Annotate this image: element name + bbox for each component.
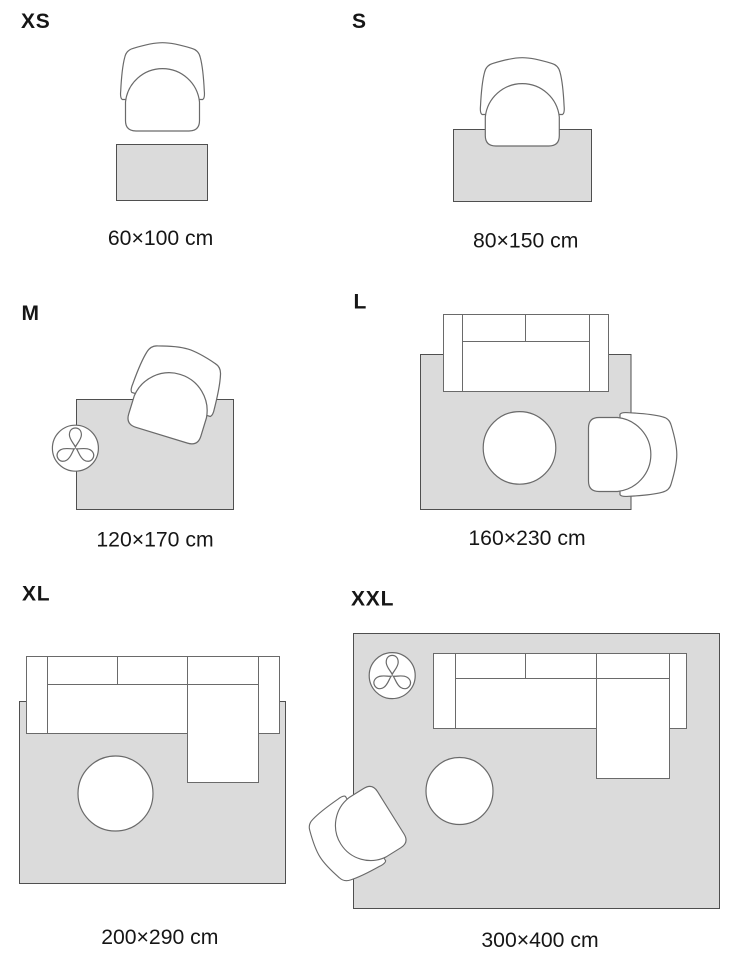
svg-text:60×100 cm: 60×100 cm bbox=[108, 227, 213, 250]
svg-text:300×400 cm: 300×400 cm bbox=[481, 929, 598, 952]
svg-text:S: S bbox=[352, 10, 367, 33]
svg-text:XS: XS bbox=[21, 10, 51, 33]
svg-text:XXL: XXL bbox=[351, 588, 394, 611]
svg-text:XL: XL bbox=[22, 583, 50, 606]
svg-text:80×150 cm: 80×150 cm bbox=[473, 229, 578, 252]
svg-text:L: L bbox=[354, 291, 368, 314]
svg-text:200×290 cm: 200×290 cm bbox=[101, 926, 218, 949]
svg-text:M: M bbox=[22, 302, 40, 325]
svg-text:120×170 cm: 120×170 cm bbox=[96, 529, 213, 552]
svg-text:160×230 cm: 160×230 cm bbox=[468, 527, 585, 550]
